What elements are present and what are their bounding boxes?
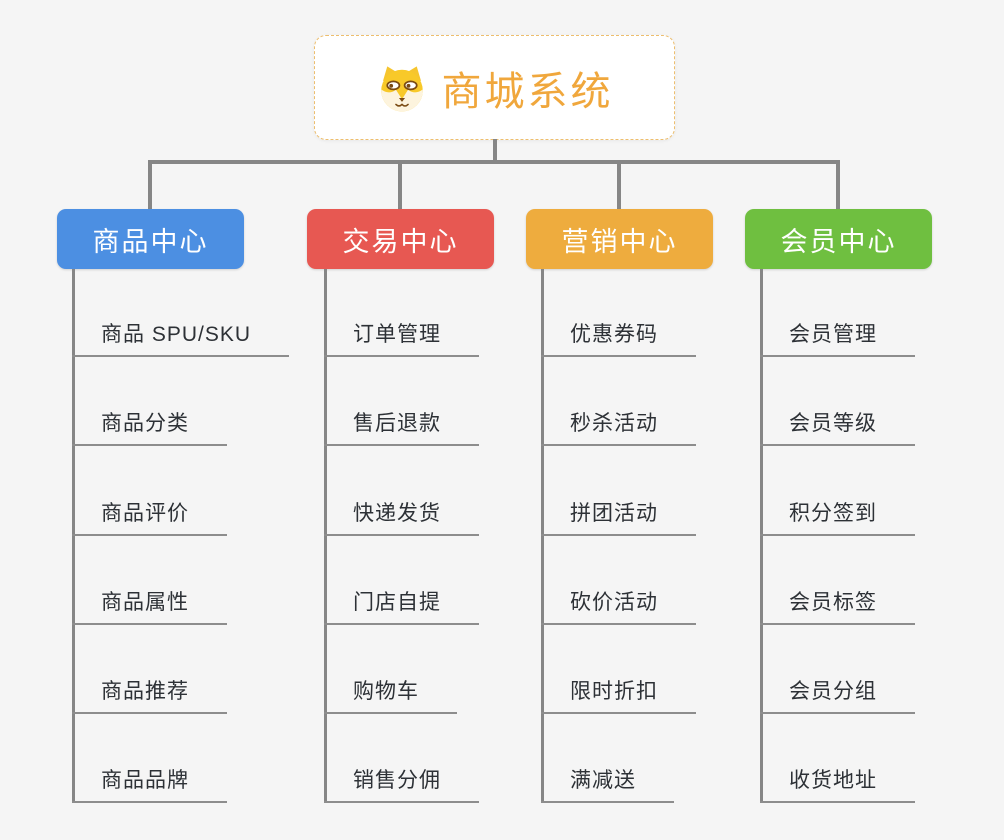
connector-drop: [836, 160, 840, 209]
subtopic-item[interactable]: 快递发货: [324, 497, 479, 536]
subtopic-item[interactable]: 销售分佣: [324, 764, 479, 803]
root-topic-node[interactable]: 商城系统: [314, 35, 675, 140]
shiba-dog-icon: [376, 63, 428, 113]
branch-node[interactable]: 交易中心: [307, 209, 494, 269]
connector-drop: [398, 160, 402, 209]
subtopic-item[interactable]: 购物车: [324, 675, 457, 714]
connector-bus: [148, 160, 840, 164]
connector-drop: [617, 160, 621, 209]
subtopic-item[interactable]: 门店自提: [324, 586, 479, 625]
branch-trunk-line: [760, 269, 763, 803]
connector-drop: [148, 160, 152, 209]
subtopic-item[interactable]: 秒杀活动: [541, 407, 696, 446]
subtopic-item[interactable]: 商品分类: [72, 407, 227, 446]
connector-root-stub: [493, 139, 497, 164]
subtopic-item[interactable]: 优惠券码: [541, 318, 696, 357]
subtopic-item[interactable]: 拼团活动: [541, 497, 696, 536]
branch-label: 营销中心: [561, 226, 678, 257]
subtopic-item[interactable]: 订单管理: [324, 318, 479, 357]
branch-node[interactable]: 营销中心: [526, 209, 713, 269]
subtopic-item[interactable]: 商品属性: [72, 586, 227, 625]
branch-trunk-line: [72, 269, 75, 803]
subtopic-item[interactable]: 会员标签: [760, 586, 915, 625]
subtopic-item[interactable]: 商品推荐: [72, 675, 227, 714]
branch-label: 会员中心: [780, 226, 897, 257]
branch-trunk-line: [541, 269, 544, 803]
subtopic-item[interactable]: 砍价活动: [541, 586, 696, 625]
subtopic-item[interactable]: 限时折扣: [541, 675, 696, 714]
branch-node[interactable]: 会员中心: [745, 209, 932, 269]
subtopic-item[interactable]: 满减送: [541, 764, 674, 803]
branch-label: 交易中心: [342, 226, 459, 257]
subtopic-item[interactable]: 商品品牌: [72, 764, 227, 803]
branch-node[interactable]: 商品中心: [57, 209, 244, 269]
subtopic-item[interactable]: 会员等级: [760, 407, 915, 446]
subtopic-item[interactable]: 会员分组: [760, 675, 915, 714]
subtopic-item[interactable]: 商品评价: [72, 497, 227, 536]
subtopic-item[interactable]: 积分签到: [760, 497, 915, 536]
subtopic-item[interactable]: 商品 SPU/SKU: [72, 318, 290, 357]
root-topic-title: 商城系统: [441, 69, 614, 114]
subtopic-item[interactable]: 会员管理: [760, 318, 915, 357]
subtopic-item[interactable]: 收货地址: [760, 764, 915, 803]
subtopic-item[interactable]: 售后退款: [324, 407, 479, 446]
branch-trunk-line: [324, 269, 327, 803]
branch-label: 商品中心: [92, 226, 209, 257]
